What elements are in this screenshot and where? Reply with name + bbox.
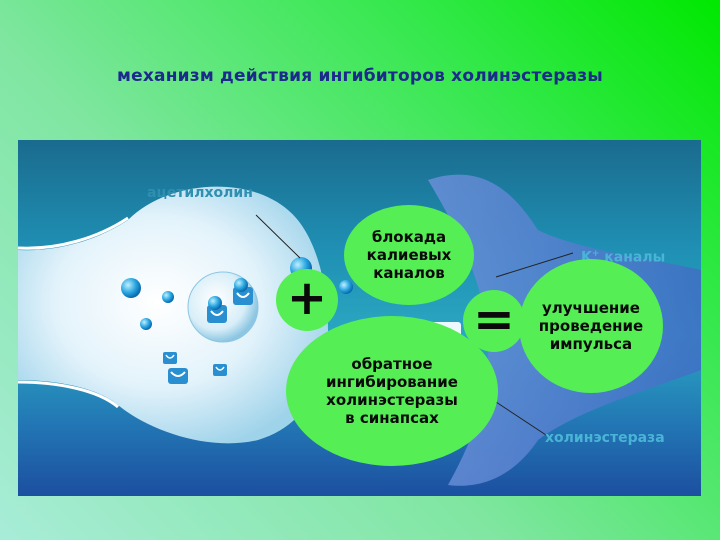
k-channels-letter: K <box>581 249 592 266</box>
page-title: механизм действия ингибиторов холинэстер… <box>117 66 603 86</box>
presynaptic-terminal <box>18 186 328 444</box>
blockade-text: блокада калиевых каналов <box>366 228 452 282</box>
acetylcholine-pointer <box>255 214 301 259</box>
improvement-bubble: улучшение проведение импульса <box>519 259 663 393</box>
plus-operator: + <box>276 269 338 331</box>
blockade-bubble: блокада калиевых каналов <box>344 205 474 305</box>
inhibition-text: обратное ингибирование холинэстеразы в с… <box>326 355 458 427</box>
inhibition-bubble: обратное ингибирование холинэстеразы в с… <box>286 316 498 466</box>
cholinesterase-pointer <box>495 401 547 436</box>
acetylcholine-molecule <box>339 280 353 294</box>
k-channels-superscript: + <box>591 249 600 259</box>
k-channels-label: K+ каналы <box>581 249 665 266</box>
acetylcholine-molecule <box>121 278 141 298</box>
improvement-text: улучшение проведение импульса <box>538 299 644 353</box>
k-channels-text: каналы <box>599 249 666 266</box>
acetylcholine-label: ацетилхолин <box>147 185 253 201</box>
acetylcholine-molecule <box>140 318 152 330</box>
acetylcholine-molecule <box>162 291 174 303</box>
cholinesterase-label: холинэстераза <box>545 430 665 446</box>
plus-sign: + <box>286 270 328 326</box>
equals-operator: = <box>463 290 525 352</box>
equals-sign: = <box>473 290 515 348</box>
k-channels-pointer <box>495 252 574 278</box>
